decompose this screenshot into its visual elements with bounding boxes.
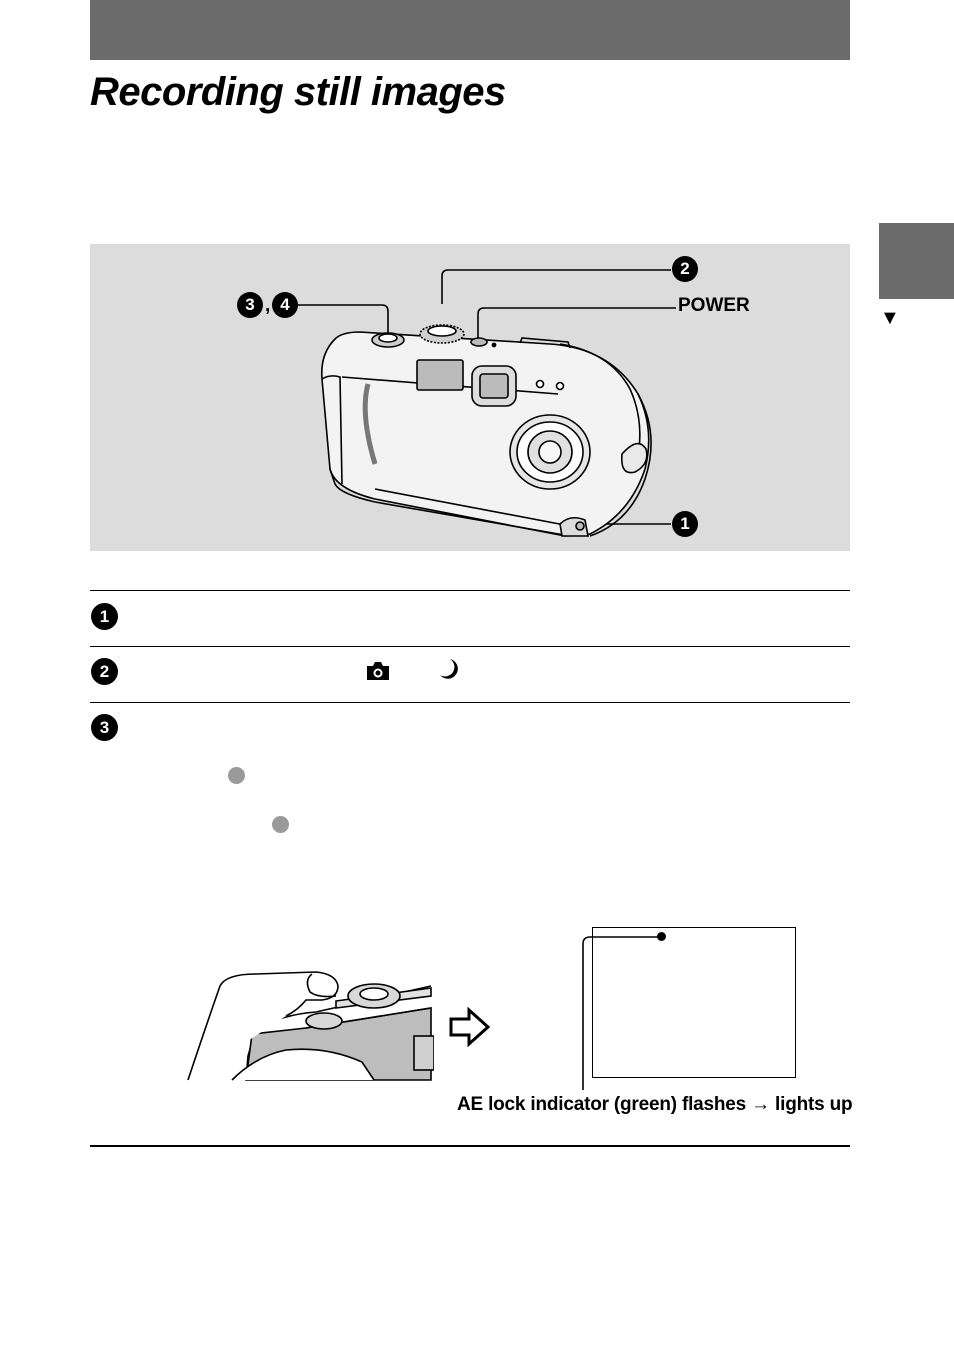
callout-3: 3 (237, 292, 263, 318)
camera-illustration (297, 269, 676, 537)
ae-lock-caption: AE lock indicator (green) flashes → ligh… (457, 1094, 853, 1116)
page-title: Recording still images (90, 70, 506, 114)
divider (90, 590, 850, 591)
callout-4: 4 (272, 292, 298, 318)
ae-lock-leader-line (582, 936, 660, 1090)
step-1-number: 1 (91, 603, 118, 630)
callout-separator: , (265, 295, 271, 316)
callout-2: 2 (672, 256, 698, 282)
ae-caption-part2: lights up (775, 1094, 853, 1115)
next-arrow-icon (449, 1007, 491, 1047)
step-3-number: 3 (91, 714, 118, 741)
ae-caption-part1: AE lock indicator (green) flashes (457, 1094, 747, 1115)
camera-figure: 3 , 4 2 POWER 1 (90, 244, 850, 551)
divider (90, 702, 850, 703)
hand-shutter-illustration (187, 971, 434, 1081)
moon-icon (440, 659, 458, 679)
ae-caption-arrow-icon: → (751, 1094, 770, 1115)
step-2-number: 2 (91, 658, 118, 685)
side-tab (879, 223, 954, 299)
ae-lock-indicator-dot (657, 932, 666, 941)
callout-1: 1 (672, 511, 698, 537)
indicator-dot-icon (228, 767, 245, 784)
divider (90, 1145, 850, 1147)
lcd-screen (592, 927, 796, 1078)
header-bar (90, 0, 850, 60)
power-label: POWER (678, 295, 750, 316)
continue-arrow-icon: ▼ (880, 307, 900, 329)
indicator-dot-icon (272, 816, 289, 833)
camera-icon (367, 662, 389, 680)
divider (90, 646, 850, 647)
